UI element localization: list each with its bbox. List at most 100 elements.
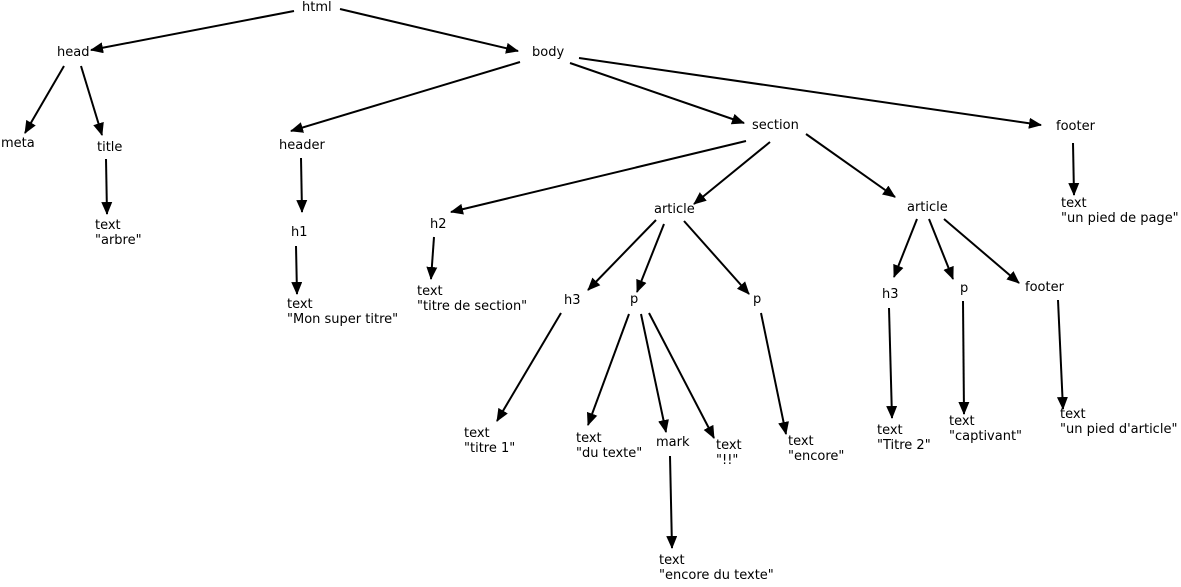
node-label: text: [877, 423, 903, 438]
edge-title-to-text-arbre: [101, 158, 113, 215]
node-text-arbre: text"arbre": [95, 218, 142, 248]
node-label: text: [576, 431, 602, 446]
node-footer-article: footer: [1025, 280, 1064, 295]
edge-p-3-to-text-captivant: [958, 300, 970, 415]
node-label: title: [97, 140, 123, 155]
node-h1: h1: [291, 225, 308, 240]
edge-p-2-to-text-encore: [760, 312, 789, 435]
edge-section-to-article-1: [693, 141, 771, 205]
node-text-value: "un pied d'article": [1060, 422, 1178, 437]
node-text-value: "!!": [716, 453, 739, 468]
edge-article-2-to-p-3: [928, 218, 954, 280]
edge-p-1-to-text-double-exclam: [648, 312, 715, 439]
node-label: h2: [430, 217, 447, 232]
node-label: footer: [1056, 119, 1095, 134]
node-section: section: [752, 118, 799, 133]
node-label: text: [659, 553, 685, 568]
edge-h1-to-text-mon-super-titre: [291, 245, 303, 295]
node-text-un-pied-de-page: text"un pied de page": [1061, 196, 1179, 226]
edge-footer-body-to-text-un-pied-de-page: [1068, 142, 1080, 196]
edge-mark-to-text-encore-du-texte: [666, 455, 678, 549]
node-title: title: [97, 140, 122, 155]
node-text-un-pied-d-article: text"un pied d'article": [1060, 407, 1177, 437]
edge-p-1-to-mark: [640, 313, 669, 433]
edge-html-to-body: [339, 8, 519, 54]
node-label: footer: [1025, 280, 1064, 295]
edge-section-to-article-2: [805, 133, 896, 198]
edge-h3-2-to-text-titre-2: [886, 307, 898, 419]
node-label: text: [95, 218, 121, 233]
node-label: article: [907, 200, 948, 215]
node-text-encore: text"encore": [788, 434, 844, 464]
node-label: text: [716, 438, 742, 453]
node-text-value: "arbre": [95, 233, 142, 248]
node-text-value: "Mon super titre": [287, 312, 399, 327]
edge-body-to-header: [290, 61, 521, 133]
node-label: mark: [656, 435, 690, 450]
edge-article-2-to-h3-2: [893, 218, 918, 278]
node-p-3: p: [960, 281, 968, 296]
node-label: text: [417, 284, 443, 299]
node-text-titre-1: text"titre 1": [464, 426, 515, 456]
edge-html-to-head: [90, 10, 295, 54]
node-p-1: p: [630, 292, 638, 307]
edge-head-to-meta: [24, 65, 65, 134]
node-label: text: [1060, 407, 1086, 422]
node-text-value: "encore du texte": [659, 568, 774, 583]
node-label: article: [654, 202, 695, 217]
edge-h3-1-to-text-titre-1: [496, 312, 562, 422]
node-head: head: [57, 45, 89, 60]
node-h3-2: h3: [882, 287, 899, 302]
node-label: h1: [291, 225, 308, 240]
node-label: text: [287, 297, 313, 312]
node-label: text: [1061, 196, 1087, 211]
node-text-value: "titre 1": [464, 441, 516, 456]
edge-p-1-to-text-du-texte: [586, 313, 630, 426]
node-h2: h2: [430, 217, 447, 232]
node-label: h3: [564, 293, 581, 308]
node-text-du-texte: text"du texte": [576, 431, 642, 461]
node-meta: meta: [1, 136, 35, 151]
node-text-value: "captivant": [949, 429, 1023, 444]
node-body: body: [532, 45, 564, 60]
node-article-2: article: [907, 200, 948, 215]
node-text-value: "du texte": [576, 446, 643, 461]
edge-header-to-h1: [296, 157, 308, 213]
node-text-double-exclam: text"!!": [716, 438, 742, 468]
node-label: h3: [882, 287, 899, 302]
node-label: meta: [1, 136, 35, 151]
node-text-encore-du-texte: text"encore du texte": [659, 553, 774, 583]
node-text-value: "Titre 2": [877, 438, 931, 453]
edge-section-to-h2: [450, 140, 747, 215]
node-label: head: [57, 45, 90, 60]
edge-article-2-to-footer-article: [943, 218, 1020, 284]
node-p-2: p: [753, 292, 761, 307]
node-label: p: [630, 292, 639, 307]
node-label: header: [279, 138, 325, 153]
edge-article-1-to-h3-1: [587, 219, 657, 291]
edge-h2-to-text-titre-de-section: [426, 236, 438, 280]
node-html: html: [302, 0, 332, 15]
node-label: text: [464, 426, 490, 441]
node-footer-body: footer: [1056, 119, 1095, 134]
node-label: section: [752, 118, 799, 133]
node-article-1: article: [654, 202, 695, 217]
node-text-mon-super-titre: text"Mon super titre": [287, 297, 398, 327]
edge-head-to-title: [80, 65, 104, 136]
node-label: body: [532, 45, 565, 60]
edge-body-to-footer-body: [578, 57, 1042, 129]
edge-article-1-to-p-2: [683, 220, 750, 295]
node-text-value: "encore": [788, 449, 845, 464]
node-text-captivant: text"captivant": [949, 414, 1022, 444]
node-label: html: [302, 0, 332, 15]
edge-footer-article-to-text-un-pied-d-article: [1056, 299, 1068, 410]
edge-body-to-section: [569, 62, 745, 125]
node-label: text: [949, 414, 975, 429]
node-text-value: "un pied de page": [1061, 211, 1179, 226]
node-label: p: [960, 281, 969, 296]
edge-article-1-to-p-1: [636, 223, 665, 293]
node-header: header: [279, 138, 325, 153]
node-mark: mark: [656, 435, 690, 450]
